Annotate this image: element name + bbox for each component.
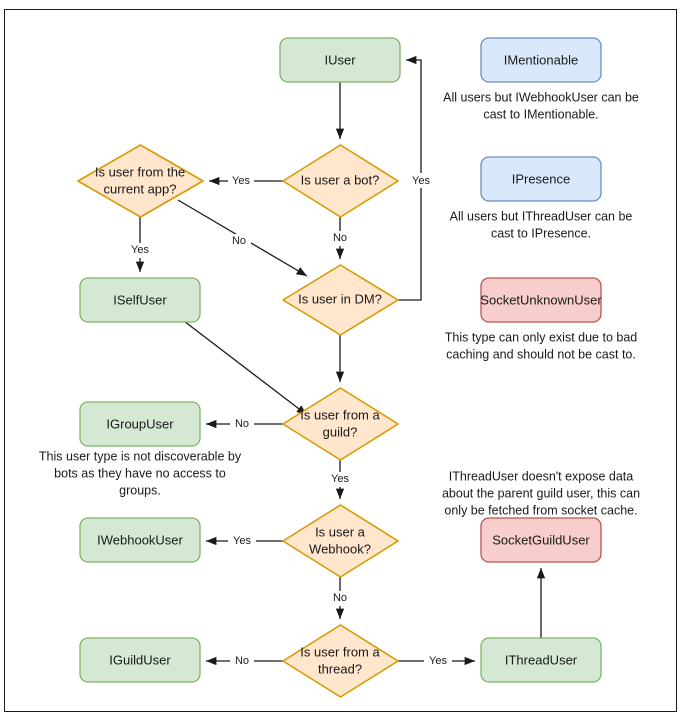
node-label-guild-line2: guild? xyxy=(323,424,358,439)
node-imentionable[interactable]: IMentionable xyxy=(480,37,602,83)
node-label-socketguilduser: SocketGuildUser xyxy=(492,532,590,547)
node-label-webhook-line2: Webhook? xyxy=(309,541,371,556)
node-is-user-from-current-app[interactable]: Is user from the current app? xyxy=(77,144,204,218)
edge-label-no-bot: No xyxy=(333,232,347,244)
edge-isbot-to-isdm: No xyxy=(328,217,352,259)
edge-label-yes-bot: Yes xyxy=(232,175,250,187)
note-imentionable-line2: cast to IMentionable. xyxy=(483,107,598,121)
node-label-iuser: IUser xyxy=(324,52,356,67)
diagram-frame xyxy=(4,9,677,712)
node-label-imentionable: IMentionable xyxy=(504,52,578,67)
edge-iswebhook-to-iwebhookuser: Yes xyxy=(206,533,283,548)
edge-label-no-guild: No xyxy=(235,418,249,430)
nodes-layer: IUser Is user a bot? Is user from the cu… xyxy=(77,37,602,698)
node-label-iguilduser: IGuildUser xyxy=(109,652,171,667)
note-socketguilduser: IThreadUser doesn't expose data about th… xyxy=(442,469,640,517)
note-igroupuser-line2: bots as they have no access to xyxy=(54,466,226,480)
edge-label-yes-thread: Yes xyxy=(429,655,447,667)
node-label-current-app-line2: current app? xyxy=(104,181,177,196)
edge-currentapp-to-isdm: No xyxy=(177,199,308,277)
edge-label-no-currentapp: No xyxy=(232,235,246,247)
node-is-user-in-dm[interactable]: Is user in DM? xyxy=(282,264,399,336)
note-socketguilduser-line3: only be fetched from socket cache. xyxy=(444,503,637,517)
node-iguilduser[interactable]: IGuildUser xyxy=(79,637,201,683)
note-ipresence-line2: cast to IPresence. xyxy=(491,226,591,240)
edge-isguild-to-iswebhook: Yes xyxy=(326,460,354,499)
note-socketunknownuser-line2: caching and should not be cast to. xyxy=(446,347,636,361)
note-imentionable: All users but IWebhookUser can be cast t… xyxy=(443,90,639,121)
note-imentionable-line1: All users but IWebhookUser can be xyxy=(443,90,639,104)
edge-iswebhook-to-isthread: No xyxy=(328,577,352,619)
node-label-guild-line1: Is user from a xyxy=(300,407,380,422)
edge-isbot-to-currentapp: Yes xyxy=(209,173,283,188)
node-label-iselfuser: ISelfUser xyxy=(113,292,167,307)
edge-isthread-to-iguilduser: No xyxy=(206,653,283,668)
node-iwebhookuser[interactable]: IWebhookUser xyxy=(79,517,201,563)
note-igroupuser-line3: groups. xyxy=(119,483,161,497)
node-iuser[interactable]: IUser xyxy=(279,37,401,83)
node-label-thread-line2: thread? xyxy=(318,661,362,676)
node-label-ithreaduser: IThreadUser xyxy=(505,652,578,667)
node-label-socketunknownuser: SocketUnknownUser xyxy=(480,292,602,307)
node-is-user-from-guild[interactable]: Is user from a guild? xyxy=(282,387,399,461)
note-socketguilduser-line2: about the parent guild user, this can xyxy=(442,486,640,500)
edge-label-yes-guild: Yes xyxy=(331,473,349,485)
node-label-is-user-a-bot: Is user a bot? xyxy=(301,172,380,187)
edge-iselfuser-to-isguild xyxy=(179,317,308,416)
node-label-current-app-line1: Is user from the xyxy=(95,164,185,179)
node-label-iwebhookuser: IWebhookUser xyxy=(97,532,183,547)
node-iselfuser[interactable]: ISelfUser xyxy=(79,277,201,323)
node-is-user-a-bot[interactable]: Is user a bot? xyxy=(282,144,399,218)
node-socketguilduser[interactable]: SocketGuildUser xyxy=(480,517,602,563)
node-label-webhook-line1: Is user a xyxy=(315,524,366,539)
node-is-user-from-thread[interactable]: Is user from a thread? xyxy=(282,624,399,698)
note-ipresence: All users but IThreadUser can be cast to… xyxy=(450,209,633,240)
node-igroupuser[interactable]: IGroupUser xyxy=(79,401,201,447)
edge-label-no-thread: No xyxy=(235,655,249,667)
note-igroupuser: This user type is not discoverable by bo… xyxy=(39,449,242,497)
node-is-user-webhook[interactable]: Is user a Webhook? xyxy=(282,504,399,578)
node-ithreaduser[interactable]: IThreadUser xyxy=(480,637,602,683)
node-label-ipresence: IPresence xyxy=(512,171,571,186)
note-socketunknownuser: This type can only exist due to bad cach… xyxy=(445,330,638,361)
edge-isdm-to-iuser: Yes xyxy=(398,55,435,301)
edges-layer: Yes No Yes No xyxy=(126,55,546,668)
note-ipresence-line1: All users but IThreadUser can be xyxy=(450,209,633,223)
edge-label-yes-dm: Yes xyxy=(412,175,430,187)
notes-layer: All users but IWebhookUser can be cast t… xyxy=(39,90,640,517)
edge-isguild-to-igroupuser: No xyxy=(206,416,283,431)
node-ipresence[interactable]: IPresence xyxy=(480,156,602,202)
note-socketguilduser-line1: IThreadUser doesn't expose data xyxy=(449,469,633,483)
edge-label-no-webhook: No xyxy=(333,592,347,604)
node-socketunknownuser[interactable]: SocketUnknownUser xyxy=(480,277,602,323)
note-igroupuser-line1: This user type is not discoverable by xyxy=(39,449,242,463)
edge-isthread-to-ithreaduser: Yes xyxy=(398,653,475,668)
node-label-thread-line1: Is user from a xyxy=(300,644,380,659)
node-label-is-user-in-dm: Is user in DM? xyxy=(298,291,382,306)
edge-label-yes-webhook: Yes xyxy=(233,535,251,547)
edge-label-yes-currentapp: Yes xyxy=(131,244,149,256)
edge-currentapp-to-iselfuser: Yes xyxy=(126,217,154,272)
node-label-igroupuser: IGroupUser xyxy=(106,416,174,431)
note-socketunknownuser-line1: This type can only exist due to bad xyxy=(445,330,638,344)
